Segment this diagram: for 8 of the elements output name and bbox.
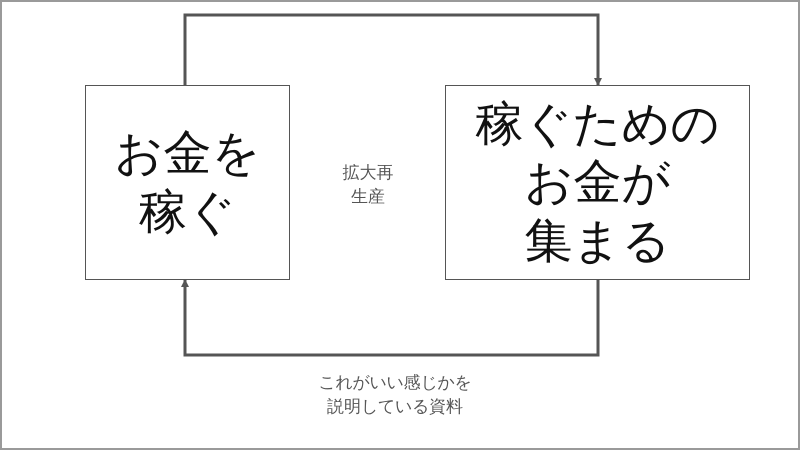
- process-box: [445, 85, 750, 280]
- box-text: 稼ぐためのお金が集まる: [474, 94, 720, 270]
- arrow: [184, 14, 602, 86]
- box-text: お金を稼ぐ: [114, 124, 262, 242]
- process-box: [85, 85, 290, 280]
- arrow: [181, 279, 600, 356]
- center-label: 拡大再生産: [342, 162, 394, 209]
- note-text: これがいい感じかを説明している資料: [318, 372, 472, 419]
